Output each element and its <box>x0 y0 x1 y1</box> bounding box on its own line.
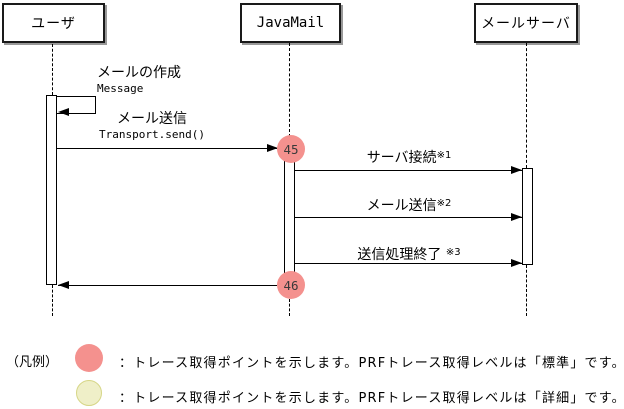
lifeline-user-top <box>52 44 53 95</box>
trace-point-46-value: 46 <box>283 277 299 293</box>
lifeline-javamail-bottom <box>289 299 290 316</box>
trace-point-46-marker: 46 <box>277 271 305 299</box>
message-arrowhead-send <box>267 144 278 152</box>
actor-box-javamail: JavaMail <box>240 3 341 43</box>
message-label-send-jp: メール送信 <box>117 111 187 127</box>
legend-detail-trace-icon <box>76 380 102 406</box>
message-line-send <box>57 148 278 149</box>
trace-point-45-value: 45 <box>283 141 299 157</box>
legend-standard-trace-icon <box>75 344 103 372</box>
footnote-ref-1: ※1 <box>436 150 452 161</box>
message-arrowhead-server-connect <box>511 166 522 174</box>
message-label-create-mail-code: Message <box>97 82 144 95</box>
lifeline-javamail-top <box>289 43 290 137</box>
self-message-loop <box>57 96 96 114</box>
self-message-arrowhead <box>58 108 69 116</box>
legend-title: （凡例） <box>6 355 59 370</box>
message-label-create-mail-jp: メールの作成 <box>97 65 181 81</box>
message-line-mail-send <box>295 217 522 218</box>
actor-box-user: ユーザ <box>2 3 105 43</box>
lifeline-user-bottom <box>52 285 53 316</box>
message-label-mail-send: メール送信※2 <box>366 198 452 214</box>
actor-box-mailserver: メールサーバ <box>474 3 578 43</box>
actor-label-user: ユーザ <box>31 16 76 32</box>
message-label-server-connect: サーバ接続※1 <box>366 150 452 166</box>
trace-point-45-marker: 45 <box>277 135 305 163</box>
lifeline-mailserver-top <box>526 43 527 168</box>
message-arrowhead-send-finished <box>511 259 522 267</box>
message-arrowhead-mail-send <box>511 213 522 221</box>
message-label-send-finished: 送信処理終了 ※3 <box>357 247 461 263</box>
actor-label-mailserver: メールサーバ <box>481 16 571 32</box>
legend-item-detail: ：トレース取得ポイントを示します。PRFトレース取得レベルは「詳細」です。 <box>119 391 624 406</box>
message-line-send-finished <box>295 263 522 264</box>
lifeline-mailserver-bottom <box>526 265 527 316</box>
message-line-return <box>58 285 277 286</box>
footnote-ref-2: ※2 <box>436 198 452 209</box>
legend-item-standard: ：トレース取得ポイントを示します。PRFトレース取得レベルは「標準」です。 <box>119 356 624 371</box>
actor-label-javamail: JavaMail <box>256 15 325 31</box>
message-line-server-connect <box>295 170 522 171</box>
activation-bar-user <box>46 95 57 285</box>
message-label-create-mail: メールの作成 Message <box>97 66 181 96</box>
activation-bar-mailserver <box>522 168 533 265</box>
message-label-send: メール送信 Transport.send() <box>90 112 214 142</box>
message-label-send-code: Transport.send() <box>99 128 205 141</box>
message-arrowhead-return <box>58 281 69 289</box>
footnote-ref-3: ※3 <box>445 247 461 258</box>
